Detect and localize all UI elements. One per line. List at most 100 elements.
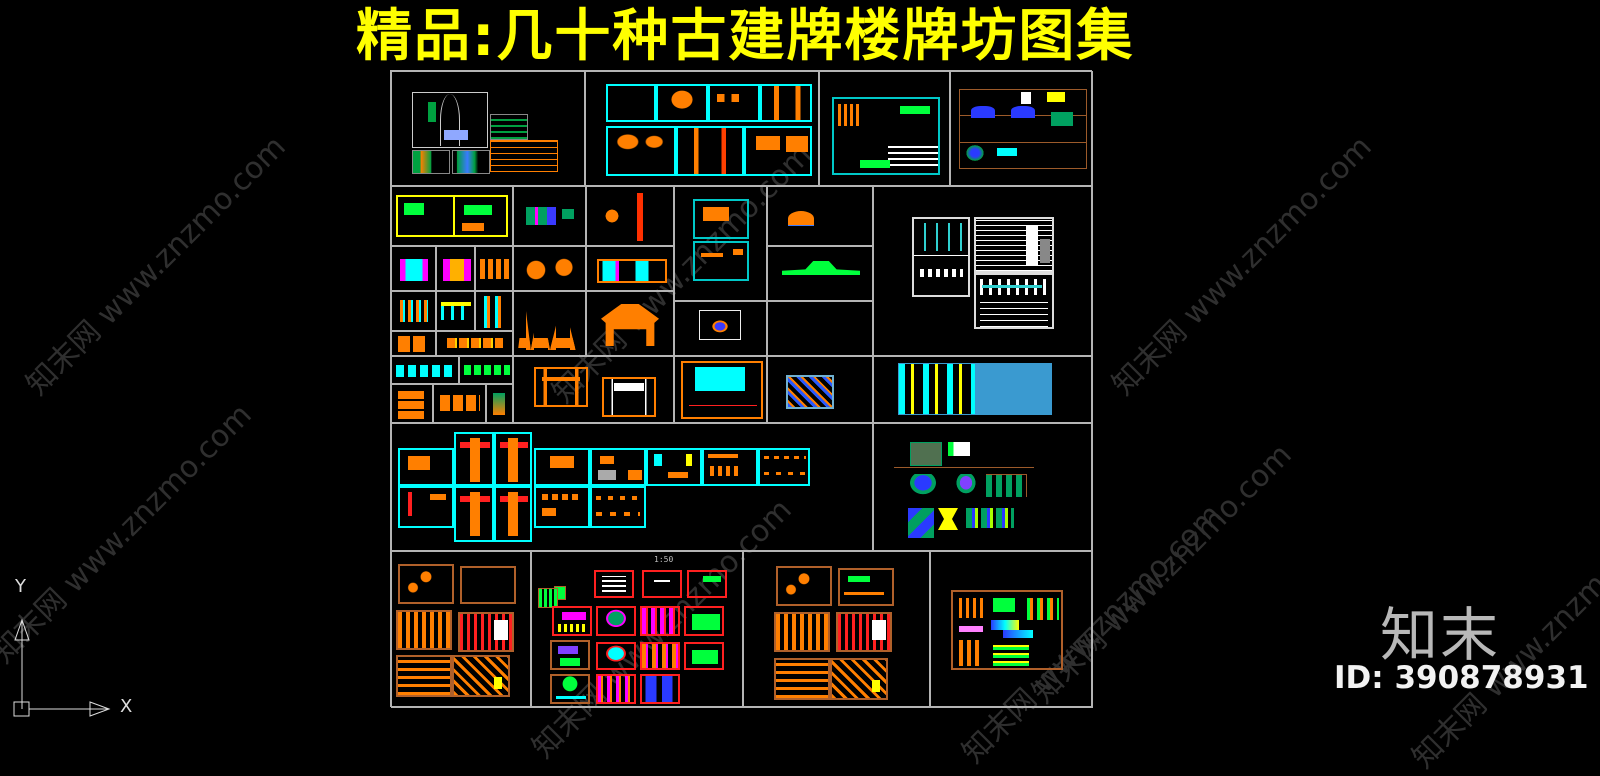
drawing-detail bbox=[484, 296, 506, 328]
drawing-detail bbox=[1051, 112, 1073, 126]
drawing-frame bbox=[912, 217, 970, 297]
drawing-cell-colored-gate-sheet[interactable] bbox=[930, 551, 1093, 708]
drawing-cell-cyan-sheets-set[interactable] bbox=[391, 423, 873, 551]
drawing-frame bbox=[398, 564, 454, 604]
resource-id: ID: 390878931 bbox=[1334, 660, 1589, 696]
drawing-frame bbox=[832, 97, 940, 175]
drawing-frame bbox=[396, 610, 452, 650]
drawing-cell-orange-plan-2[interactable] bbox=[433, 384, 486, 423]
drawing-detail bbox=[444, 130, 468, 140]
drawing-frame bbox=[642, 570, 682, 598]
drawing-cell-paifang-brown[interactable] bbox=[950, 71, 1093, 186]
drawing-cell-red-sheets[interactable]: 1:50 bbox=[531, 551, 743, 708]
drawing-cell-orange-blocks[interactable] bbox=[391, 331, 436, 356]
drawing-detail bbox=[966, 508, 1014, 528]
drawing-frame bbox=[454, 486, 494, 542]
drawing-detail bbox=[900, 106, 930, 114]
drawing-frame bbox=[684, 606, 724, 636]
drawing-frame bbox=[594, 570, 634, 598]
ucs-axis-icon: Y X bbox=[0, 570, 160, 733]
drawing-detail bbox=[601, 205, 623, 227]
drawing-frame bbox=[398, 486, 454, 528]
drawing-cell-orange-strip[interactable] bbox=[436, 331, 513, 356]
drawing-detail bbox=[1021, 92, 1031, 104]
drawing-cell-small-gate[interactable] bbox=[767, 186, 873, 246]
drawing-frame bbox=[412, 92, 488, 148]
drawing-cell-blue-sheet[interactable] bbox=[767, 356, 873, 423]
drawing-frame bbox=[602, 377, 656, 417]
drawing-detail bbox=[562, 209, 574, 219]
drawing-cell-tower-sections[interactable] bbox=[513, 291, 586, 356]
drawing-detail bbox=[938, 508, 958, 530]
drawing-detail bbox=[888, 142, 938, 166]
drawing-cell-magenta-elev-2[interactable] bbox=[436, 246, 475, 291]
drawing-frame bbox=[702, 448, 758, 486]
drawing-detail bbox=[480, 259, 510, 279]
drawing-detail bbox=[398, 336, 428, 352]
drawing-frame bbox=[552, 606, 592, 636]
drawing-frame bbox=[590, 486, 646, 528]
drawing-frame bbox=[776, 566, 832, 606]
drawing-frame bbox=[951, 590, 1063, 670]
drawing-cell-green-pavilion[interactable] bbox=[767, 246, 873, 301]
drawing-cell-cyan-gate-plan[interactable] bbox=[674, 356, 767, 423]
drawing-frame bbox=[458, 612, 514, 652]
drawing-cell-pavilion-icons[interactable] bbox=[391, 356, 459, 384]
drawing-detail bbox=[908, 508, 934, 538]
drawing-frame bbox=[597, 259, 667, 283]
drawing-detail bbox=[788, 211, 814, 226]
drawing-cell-magenta-elev-1[interactable] bbox=[391, 246, 436, 291]
drawing-cell-orange-gate[interactable] bbox=[586, 291, 674, 356]
drawing-frame bbox=[596, 674, 636, 704]
drawing-frame bbox=[534, 486, 590, 528]
scale-note: 1:50 bbox=[654, 555, 674, 564]
drawing-cell-orange-parts[interactable] bbox=[475, 246, 513, 291]
drawing-cell-orange-sheets-b[interactable] bbox=[743, 551, 930, 708]
drawing-cell-yellow-elevations[interactable] bbox=[391, 186, 513, 246]
drawing-cell-section[interactable] bbox=[819, 71, 950, 186]
drawing-cell-orange-plan-1[interactable] bbox=[391, 384, 433, 423]
drawing-frame bbox=[606, 84, 656, 122]
drawing-frame bbox=[774, 612, 830, 652]
drawing-cell-cyan-pair[interactable] bbox=[674, 186, 767, 301]
drawing-cell-white-sheets[interactable] bbox=[873, 186, 1093, 356]
drawing-frame bbox=[830, 658, 888, 700]
drawing-detail bbox=[522, 257, 578, 283]
drawing-frame bbox=[396, 195, 508, 237]
drawing-frame bbox=[490, 140, 558, 172]
drawing-cell-site-plan[interactable] bbox=[391, 71, 585, 186]
drawing-detail bbox=[396, 365, 456, 377]
drawing-cell-orange-column[interactable] bbox=[586, 186, 674, 246]
drawing-frame bbox=[974, 217, 1054, 273]
drawing-cell-small-sheet[interactable] bbox=[674, 301, 767, 356]
drawing-frame bbox=[693, 241, 749, 281]
drawing-cell-sheets-cyan[interactable] bbox=[585, 71, 819, 186]
drawing-cell-empty[interactable] bbox=[767, 301, 873, 356]
drawing-frame bbox=[396, 655, 452, 697]
drawing-cell-columns-3[interactable] bbox=[475, 291, 513, 331]
drawing-cell-orange-clusters[interactable] bbox=[513, 246, 586, 291]
drawing-cell-columns-1[interactable] bbox=[391, 291, 436, 331]
drawing-frame bbox=[838, 568, 894, 606]
drawing-cell-colored-details[interactable] bbox=[513, 186, 586, 246]
drawing-frame bbox=[460, 566, 516, 604]
drawing-cell-green-icons[interactable] bbox=[459, 356, 513, 384]
drawing-detail bbox=[440, 395, 480, 411]
drawing-detail bbox=[441, 302, 471, 320]
drawing-frame bbox=[699, 310, 741, 340]
drawing-detail bbox=[997, 148, 1017, 156]
drawing-cell-gate-elevations[interactable] bbox=[513, 356, 674, 423]
drawing-cell-orange-frame[interactable] bbox=[586, 246, 674, 291]
drawing-detail bbox=[428, 102, 436, 122]
drawing-frame bbox=[640, 674, 680, 704]
drawing-detail bbox=[637, 193, 643, 241]
drawing-cell-blue-green-set[interactable] bbox=[873, 423, 1093, 551]
drawing-cell-cyan-details[interactable] bbox=[873, 356, 1093, 423]
drawing-cell-orange-sheets-a[interactable] bbox=[391, 551, 531, 708]
drawing-frame bbox=[640, 642, 680, 670]
drawing-cell-green-detail[interactable] bbox=[486, 384, 513, 423]
drawing-cell-columns-2[interactable] bbox=[436, 291, 475, 331]
drawing-detail bbox=[986, 474, 1027, 497]
drawing-detail bbox=[948, 442, 970, 456]
drawing-frame bbox=[676, 126, 744, 176]
